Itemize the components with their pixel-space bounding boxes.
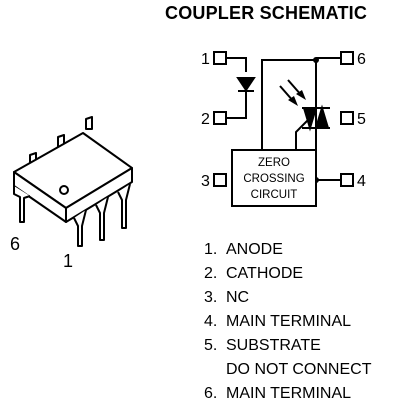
zero-crossing-line-1: ZERO — [258, 157, 290, 169]
pin5-pad — [340, 111, 354, 125]
pin-description-name: SUBSTRATE — [226, 337, 321, 354]
pin-description-list: 1. ANODE 2. CATHODE 3. NC 4. MAIN TERMINAL 5… — [204, 238, 371, 406]
pin-description-number: 4. — [204, 313, 218, 330]
diagram-title: COUPLER SCHEMATIC — [165, 3, 368, 23]
pin-number-3: 3 — [201, 173, 210, 190]
pin-number-5: 5 — [357, 111, 366, 128]
wire-pin1 — [226, 57, 247, 72]
pin-description-name: MAIN TERMINAL — [226, 313, 352, 330]
pin4-pad — [340, 173, 354, 187]
zero-crossing-box — [231, 149, 317, 207]
pin2-pad — [213, 111, 227, 125]
pin6-pad — [340, 51, 354, 65]
pin1-pad — [213, 51, 227, 65]
pin-description-item: 2. CATHODE — [204, 262, 371, 286]
pin-description-item: 1. ANODE — [204, 238, 371, 262]
package-front-pins — [13, 183, 131, 247]
pin-description-number: 3. — [204, 289, 218, 306]
zero-crossing-line-2: CROSSING — [243, 173, 304, 185]
pin-number-2: 2 — [201, 111, 210, 128]
pin-description-name: CATHODE — [226, 265, 304, 282]
package-pin-label-6: 6 — [10, 234, 21, 254]
pin1-indicator-dot — [59, 185, 69, 195]
pin-description-item: 6. MAIN TERMINAL — [204, 382, 371, 406]
package-right-face — [65, 167, 133, 223]
pin-description-item: 3. NC — [204, 286, 371, 310]
pin-description-number: 6. — [204, 385, 218, 402]
pin-description-number: 2. — [204, 265, 218, 282]
junction-dot-top — [313, 57, 319, 63]
wire-pin2 — [226, 92, 247, 119]
pin-description-name: MAIN TERMINAL — [226, 385, 352, 402]
pin-number-6: 6 — [357, 51, 366, 68]
pin-number-4: 4 — [357, 173, 366, 190]
pin-description-number: 5. — [204, 337, 218, 354]
pin-number-1: 1 — [201, 51, 210, 68]
pin-description-number: 1. — [204, 241, 218, 258]
pin-description-note: DO NOT CONNECT — [226, 361, 372, 378]
pin-description-item: 4. MAIN TERMINAL — [204, 310, 371, 334]
pin3-pad — [213, 173, 227, 187]
coupler-schematic — [213, 51, 354, 207]
package-pin-label-1: 1 — [63, 251, 74, 271]
light-arrows — [279, 79, 306, 106]
pin-description-name: NC — [226, 289, 250, 306]
dip-package — [13, 116, 133, 247]
zero-crossing-line-3: CIRCUIT — [251, 189, 298, 201]
led-symbol — [236, 77, 256, 92]
pin-description-name: ANODE — [226, 241, 283, 258]
triac-symbol — [295, 104, 330, 150]
pin-description-item: 5. SUBSTRATE DO NOT CONNECT — [204, 334, 371, 382]
internal-frame — [261, 59, 317, 150]
